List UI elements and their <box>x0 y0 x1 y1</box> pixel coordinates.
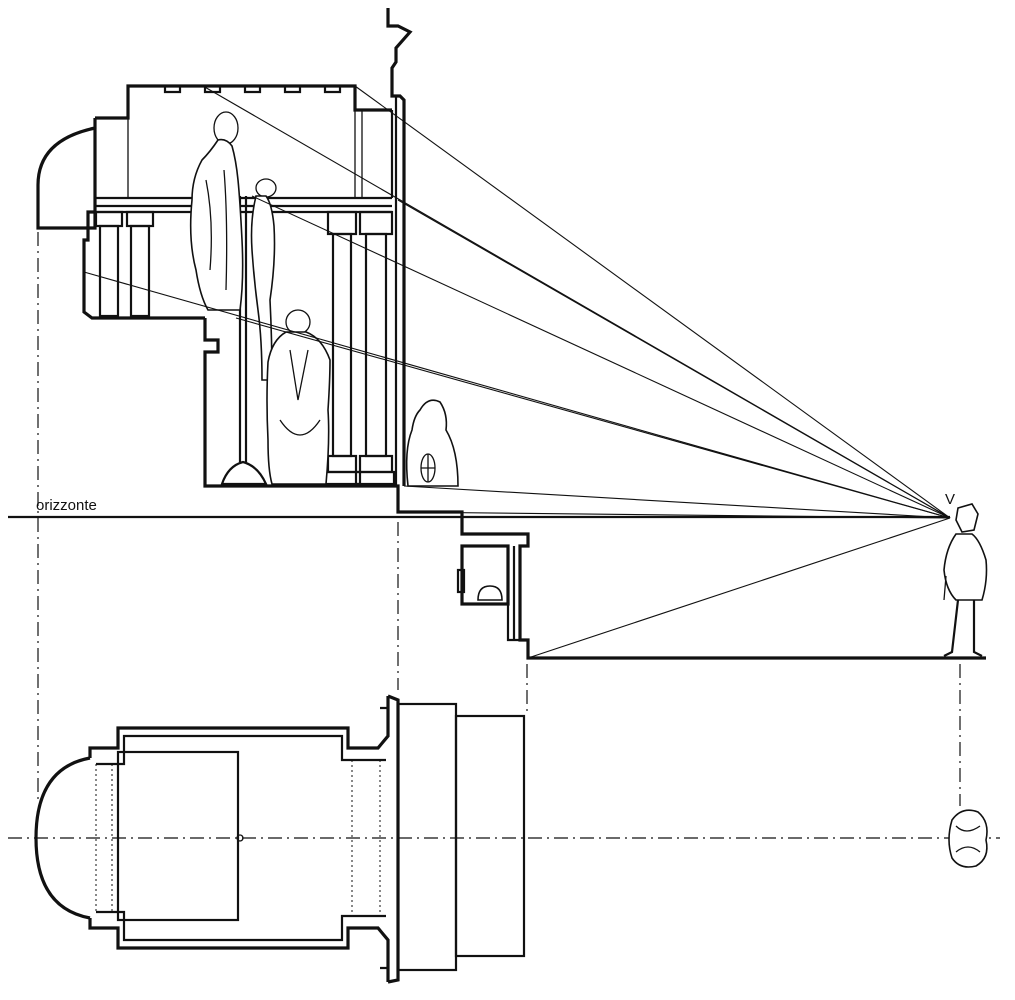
plan-step-1 <box>396 702 458 972</box>
chapel-upper-wall <box>95 84 392 120</box>
chapel-plan <box>34 694 988 984</box>
right-columns <box>322 210 396 486</box>
plan-step-2 <box>454 714 526 958</box>
apse-dome <box>36 118 97 230</box>
robed-figure-left <box>189 111 244 311</box>
plan-entrance-wall <box>387 694 400 984</box>
observer-figure <box>943 503 988 657</box>
floor-step <box>395 484 986 660</box>
lower-altar-wall <box>203 318 395 488</box>
entablature <box>95 196 392 214</box>
entrance-wall-profile <box>386 8 413 486</box>
left-columns <box>94 210 155 318</box>
entrance-wall-inner <box>390 96 398 486</box>
plan-altar-center <box>236 834 244 842</box>
plan-observer <box>948 809 988 868</box>
sight-rays <box>83 85 951 659</box>
figures <box>189 111 988 657</box>
chapel-elevation <box>36 8 986 660</box>
left-lower-block <box>82 210 205 320</box>
plan-altar <box>116 750 240 922</box>
horizon-label: orizzonte <box>36 497 97 514</box>
upper-pillars <box>354 110 363 198</box>
horizon: orizzonte V <box>8 491 955 519</box>
plan-inner-outline <box>96 734 386 942</box>
viewpoint-label: V <box>945 491 955 508</box>
hooded-figure <box>405 399 459 487</box>
lower-niche <box>456 544 520 642</box>
plan-entrance-strips <box>380 706 388 970</box>
plan-outline <box>88 696 390 982</box>
kneeling-figure <box>266 309 331 485</box>
projection-lines <box>8 232 1000 839</box>
plan-apse <box>34 756 91 920</box>
